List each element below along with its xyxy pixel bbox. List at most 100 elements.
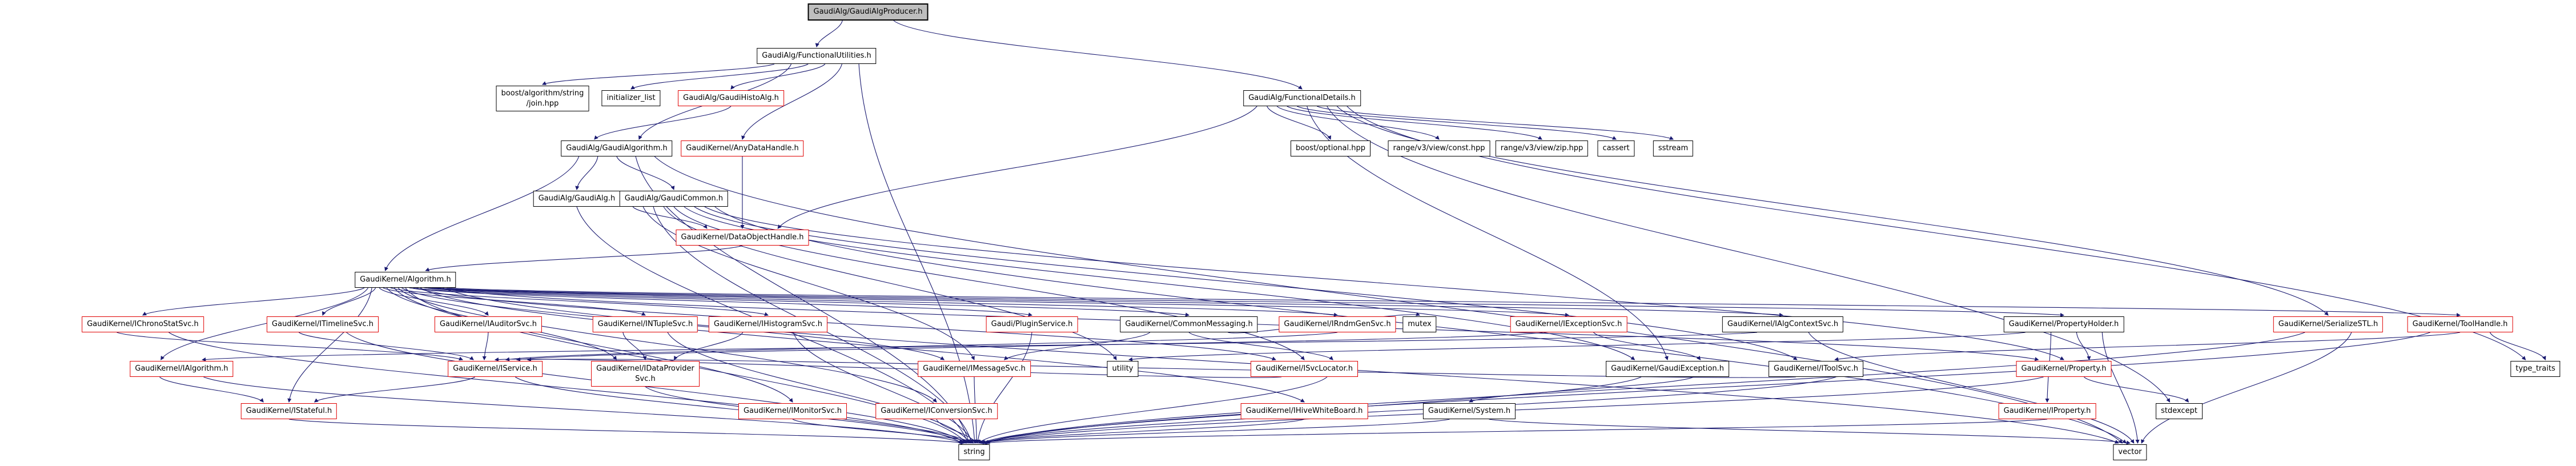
graph-edge: [299, 332, 474, 360]
graph-node[interactable]: GaudiKernel/SerializeSTL.h: [2273, 316, 2384, 332]
graph-node[interactable]: GaudiKernel/IProperty.h: [1998, 403, 2096, 419]
graph-edge: [575, 156, 598, 191]
graph-node[interactable]: GaudiAlg/GaudiHistoAlg.h: [678, 90, 784, 106]
graph-node[interactable]: cassert: [1597, 140, 1635, 156]
graph-edge: [383, 287, 646, 316]
graph-edge: [168, 332, 963, 444]
graph-edge: [527, 357, 1796, 378]
graph-edge: [1469, 376, 1694, 403]
graph-node[interactable]: GaudiAlg/GaudiCommon.h: [619, 191, 729, 207]
graph-node[interactable]: type_traits: [2510, 361, 2561, 377]
graph-edge: [630, 63, 809, 90]
graph-edge: [893, 20, 1303, 90]
graph-edge: [203, 376, 964, 444]
graph-node[interactable]: GaudiAlg/GaudiAlgorithm.h: [561, 140, 673, 156]
graph-edge: [2076, 332, 2091, 361]
graph-node[interactable]: Gaudi/PluginService.h: [986, 316, 1078, 332]
graph-edge: [516, 332, 1544, 361]
graph-edge: [594, 106, 732, 140]
graph-node[interactable]: GaudiAlg/GaudiAlg.h: [533, 191, 621, 207]
graph-edge: [384, 156, 580, 272]
graph-node[interactable]: GaudiKernel/AnyDataHandle.h: [681, 140, 804, 156]
graph-node[interactable]: sstream: [1653, 140, 1694, 156]
graph-node[interactable]: utility: [1107, 361, 1139, 377]
graph-node[interactable]: GaudiKernel/PropertyHolder.h: [2003, 316, 2124, 332]
graph-edge: [435, 287, 2065, 318]
graph-edge: [1267, 106, 1332, 140]
graph-edge: [420, 287, 1305, 403]
graph-edge: [777, 106, 1257, 229]
graph-edge: [642, 206, 975, 360]
graph-edge: [2141, 332, 2352, 444]
graph-edge: [674, 332, 744, 360]
graph-edge: [397, 287, 937, 403]
graph-edge: [1297, 106, 1617, 140]
graph-node[interactable]: range/v3/view/zip.hpp: [1495, 140, 1589, 156]
graph-edge: [379, 287, 489, 316]
graph-node[interactable]: GaudiKernel/IMessageSvc.h: [918, 361, 1031, 377]
graph-node[interactable]: GaudiKernel/IMonitorSvc.h: [738, 403, 847, 419]
graph-node[interactable]: GaudiKernel/INTupleSvc.h: [592, 316, 698, 332]
graph-node[interactable]: GaudiKernel/IChronoStatSvc.h: [82, 316, 204, 332]
graph-node[interactable]: GaudiKernel/DataObjectHandle.h: [676, 230, 809, 246]
graph-node[interactable]: GaudiKernel/ITimelineSvc.h: [267, 316, 379, 332]
graph-node[interactable]: GaudiKernel/IRndmGenSvc.h: [1279, 316, 1396, 332]
graph-node[interactable]: GaudiKernel/IAlgorithm.h: [130, 361, 234, 377]
graph-edge: [632, 206, 708, 229]
graph-edge: [654, 156, 2123, 444]
graph-edge: [982, 376, 1836, 444]
graph-node[interactable]: range/v3/view/const.hpp: [1388, 140, 1490, 156]
graph-edge: [2101, 332, 2140, 444]
graph-edge: [446, 287, 2461, 318]
graph-edge: [202, 332, 1757, 362]
graph-node[interactable]: GaudiKernel/Property.h: [2016, 361, 2112, 377]
graph-node[interactable]: GaudiKernel/IDataProvider Svc.h: [591, 361, 700, 387]
graph-node[interactable]: boost/algorithm/string /join.hpp: [496, 86, 589, 112]
graph-node[interactable]: stdexcept: [2156, 403, 2203, 419]
graph-node[interactable]: GaudiKernel/CommonMessaging.h: [1120, 316, 1258, 332]
graph-edge: [314, 376, 476, 403]
graph-node[interactable]: mutex: [1402, 316, 1437, 332]
graph-edge: [667, 332, 970, 444]
graph-edge: [412, 287, 1190, 317]
graph-edge: [505, 332, 1338, 361]
graph-node[interactable]: GaudiKernel/IAlgContextSvc.h: [1722, 316, 1844, 332]
graph-node[interactable]: boost/optional.hpp: [1291, 140, 1371, 156]
graph-node[interactable]: GaudiKernel/ToolHandle.h: [2407, 316, 2513, 332]
graph-node[interactable]: GaudiKernel/GaudiException.h: [1606, 361, 1729, 377]
graph-node[interactable]: GaudiKernel/IExceptionSvc.h: [1510, 316, 1627, 332]
graph-edge: [792, 419, 975, 444]
graph-edge: [346, 332, 966, 444]
graph-edge: [322, 287, 376, 316]
graph-node[interactable]: GaudiKernel/IStateful.h: [240, 403, 337, 419]
graph-edge: [986, 332, 2430, 444]
graph-edge: [1336, 106, 2329, 316]
graph-edge: [409, 287, 1033, 317]
graph-edge: [622, 332, 647, 361]
graph-node[interactable]: GaudiKernel/IToolSvc.h: [1769, 361, 1863, 377]
graph-node[interactable]: GaudiKernel/IAuditorSvc.h: [434, 316, 542, 332]
graph-edge: [815, 20, 843, 48]
graph-node[interactable]: GaudiKernel/IConversionSvc.h: [875, 403, 998, 419]
graph-edge: [425, 245, 743, 272]
graph-node[interactable]: GaudiKernel/IHiveWhiteBoard.h: [1240, 403, 1368, 419]
graph-node[interactable]: initializer_list: [601, 90, 661, 106]
graph-edge: [288, 419, 965, 445]
graph-node[interactable]: GaudiKernel/Algorithm.h: [355, 272, 456, 288]
graph-node[interactable]: GaudiKernel/IHistogramSvc.h: [708, 316, 828, 332]
graph-node[interactable]: GaudiAlg/FunctionalDetails.h: [1243, 90, 1361, 106]
graph-node[interactable]: GaudiKernel/ISvcLocator.h: [1251, 361, 1358, 377]
graph-node[interactable]: string: [958, 444, 990, 460]
graph-edge: [393, 287, 793, 403]
graph-node[interactable]: vector: [2113, 444, 2147, 460]
graph-node[interactable]: GaudiKernel/System.h: [1422, 403, 1516, 419]
graph-edge: [984, 332, 2305, 444]
graph-node[interactable]: GaudiKernel/IService.h: [448, 361, 542, 377]
graph-node[interactable]: GaudiAlg/FunctionalUtilities.h: [757, 48, 877, 64]
graph-edge: [424, 287, 1339, 317]
graph-edge: [2084, 376, 2189, 403]
graph-edge: [159, 376, 264, 403]
graph-edge: [616, 156, 675, 191]
